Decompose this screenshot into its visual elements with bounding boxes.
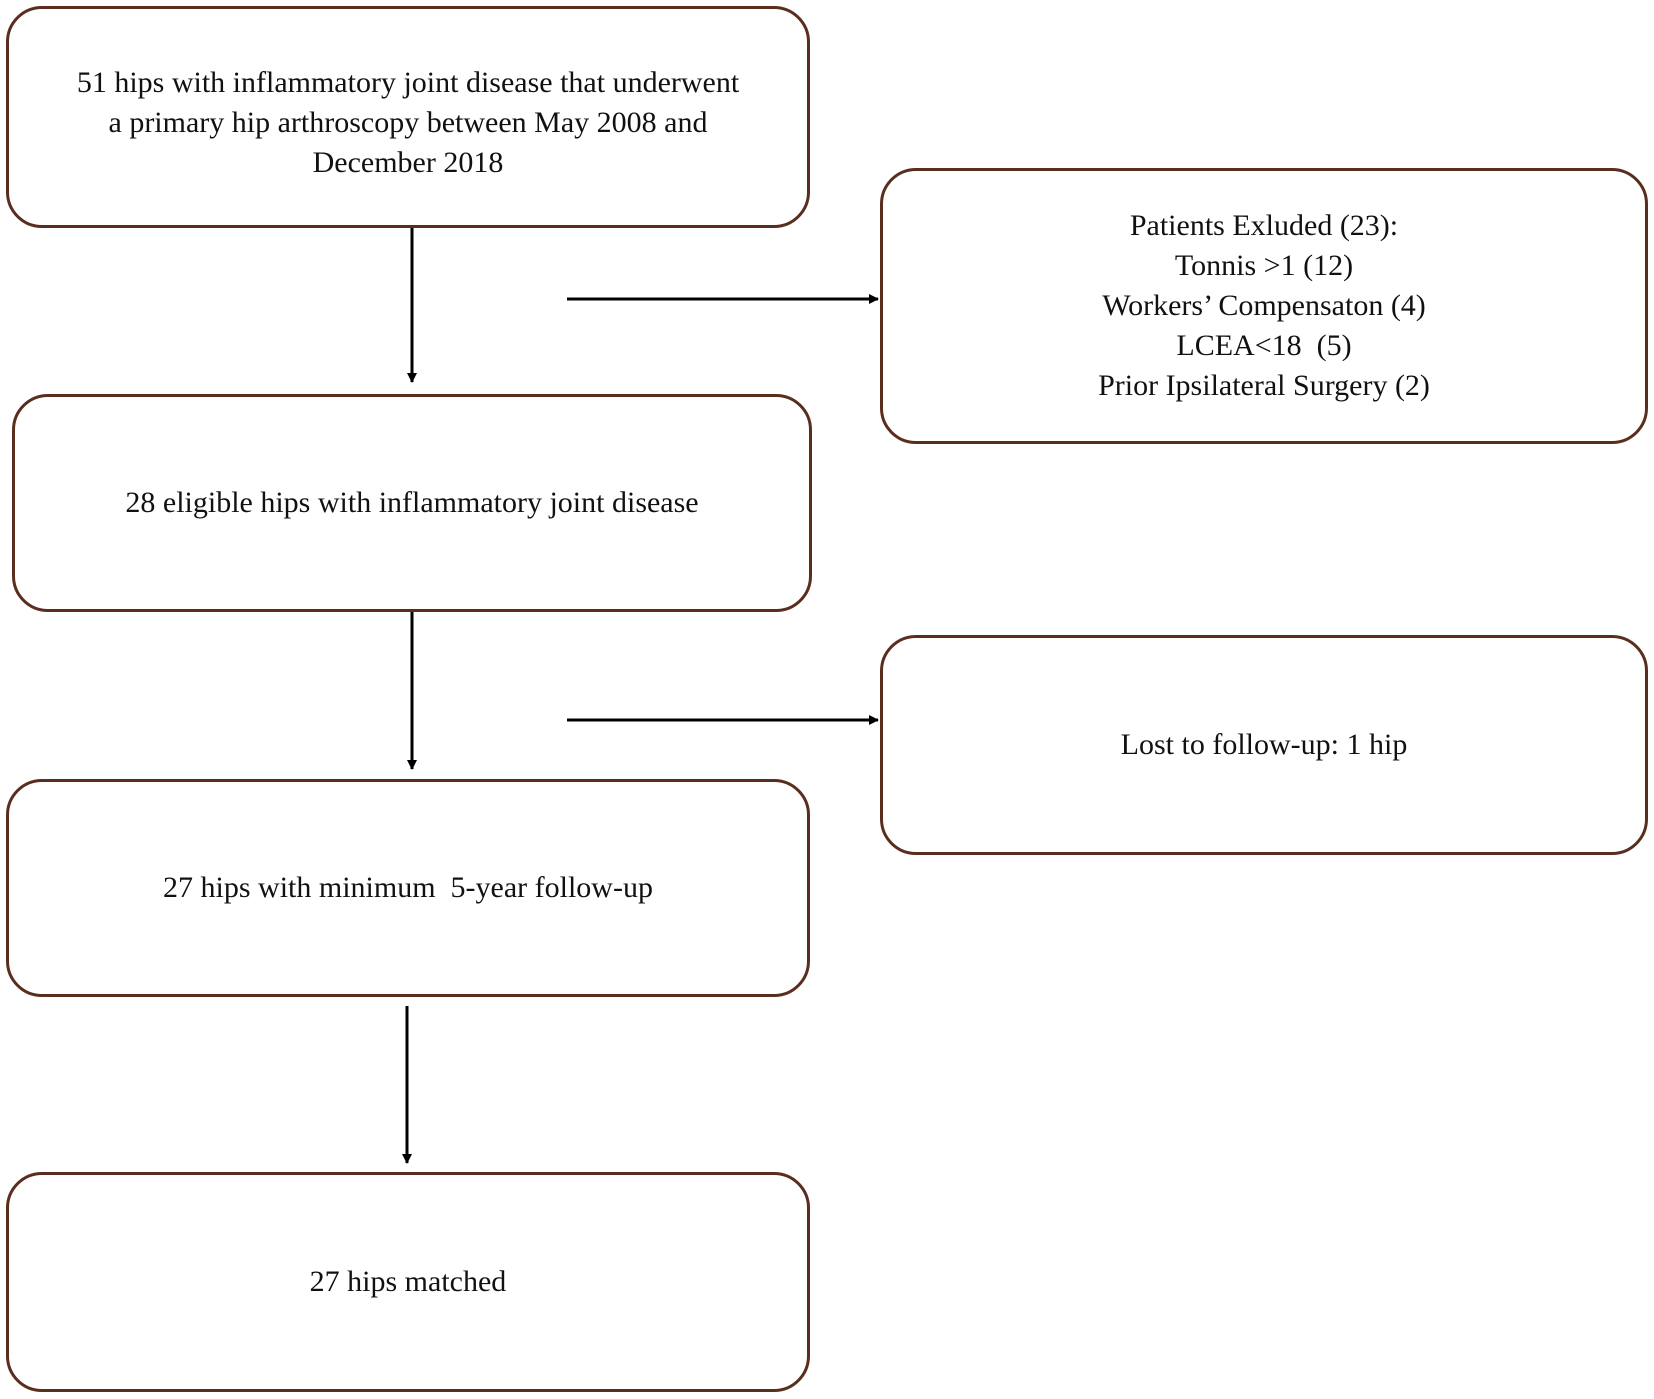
start-box-line-1: 51 hips with inflammatory joint disease … — [76, 66, 740, 99]
excluded-box: Patients Exluded (23): Tonnis >1 (12) Wo… — [880, 168, 1648, 444]
lost-box-text: Lost to follow-up: 1 hip — [1120, 728, 1408, 761]
excluded-box-lcea: LCEA<18 (5) — [1176, 329, 1352, 362]
excluded-box-title: Patients Exluded (23): — [1129, 209, 1399, 242]
excluded-box-prior-surgery: Prior Ipsilateral Surgery (2) — [1098, 369, 1430, 402]
matched-box: 27 hips matched — [6, 1172, 810, 1392]
lost-box: Lost to follow-up: 1 hip — [880, 635, 1648, 855]
excluded-box-workers-comp: Workers’ Compensaton (4) — [1102, 289, 1426, 322]
matched-box-text: 27 hips matched — [309, 1265, 507, 1298]
start-box-line-2: a primary hip arthroscopy between May 20… — [108, 106, 708, 139]
followup-box: 27 hips with minimum 5-year follow-up — [6, 779, 810, 997]
eligible-box: 28 eligible hips with inflammatory joint… — [12, 394, 812, 612]
excluded-box-tonnis: Tonnis >1 (12) — [1174, 249, 1354, 282]
eligible-box-text: 28 eligible hips with inflammatory joint… — [125, 486, 699, 519]
start-box: 51 hips with inflammatory joint disease … — [6, 6, 810, 228]
start-box-line-3: December 2018 — [312, 146, 504, 179]
followup-box-text: 27 hips with minimum 5-year follow-up — [163, 871, 653, 904]
